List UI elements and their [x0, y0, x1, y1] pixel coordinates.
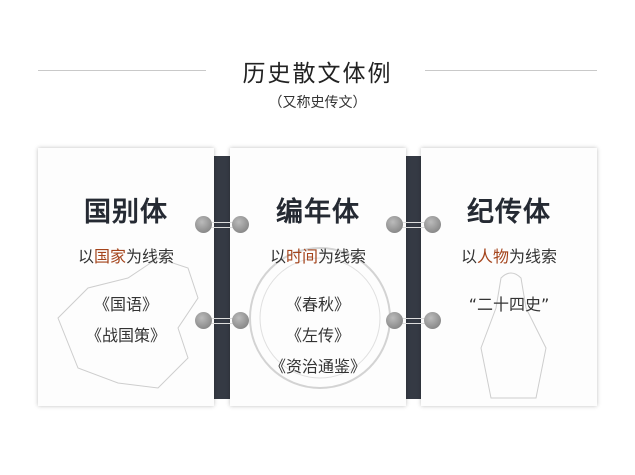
work-item: 《资治通鉴》 — [269, 357, 366, 376]
binder-ring — [424, 216, 441, 233]
clue-highlight: 人物 — [476, 247, 509, 266]
card-heading: 编年体 — [276, 197, 360, 228]
clue-text: 以 — [77, 247, 94, 266]
ring-link — [206, 222, 242, 228]
binder-ring — [232, 312, 249, 329]
title-divider-right — [425, 70, 597, 71]
clue-highlight: 国家 — [93, 247, 126, 266]
title-divider-left — [38, 70, 206, 71]
card-heading: 国别体 — [84, 197, 168, 228]
work-item: “二十四史” — [468, 295, 550, 314]
card-guobieti: 国别体 以国家为线索 《国语》 《战国策》 — [38, 148, 214, 406]
clue-text: 为线索 — [509, 247, 558, 266]
clue-highlight: 时间 — [285, 247, 318, 266]
ring-link — [397, 318, 433, 324]
binder-strip-left — [212, 156, 232, 399]
ring-link — [397, 222, 433, 228]
page-title: 历史散文体例 — [242, 61, 393, 87]
ring-link — [206, 318, 242, 324]
binder-ring — [195, 312, 212, 329]
clue-text: 为线索 — [318, 247, 367, 266]
work-item: 《春秋》 — [285, 295, 350, 314]
clue-text: 以 — [269, 247, 286, 266]
card-heading: 纪传体 — [467, 197, 551, 228]
binder-ring — [386, 312, 403, 329]
card-clue: 以时间为线索 — [230, 243, 406, 267]
page-subtitle: （又称史传文） — [268, 95, 367, 111]
binder-ring — [232, 216, 249, 233]
card-jizhuanti: 纪传体 以人物为线索 “二十四史” — [421, 148, 597, 406]
clue-text: 为线索 — [126, 247, 175, 266]
card-clue: 以人物为线索 — [421, 243, 597, 267]
work-item: 《战国策》 — [85, 326, 166, 345]
work-item: 《国语》 — [93, 295, 158, 314]
card-biannianti: 编年体 以时间为线索 《春秋》 《左传》 《资治通鉴》 — [230, 148, 406, 406]
binder-strip-right — [404, 156, 422, 399]
clue-text: 以 — [460, 247, 477, 266]
card-clue: 以国家为线索 — [38, 243, 214, 267]
work-item: 《左传》 — [285, 326, 350, 345]
binder-ring — [386, 216, 403, 233]
binder-ring — [424, 312, 441, 329]
binder-ring — [195, 216, 212, 233]
